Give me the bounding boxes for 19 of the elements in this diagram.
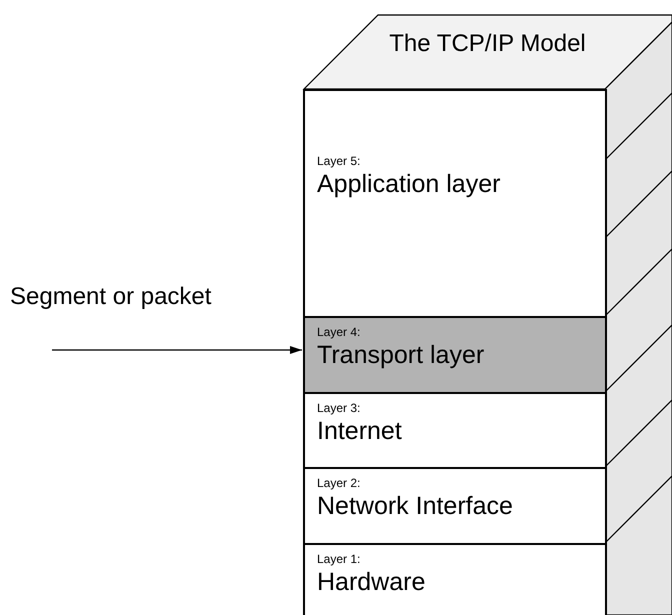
layer-name: Hardware: [317, 567, 426, 597]
edge-label: Segment or packet: [10, 283, 212, 311]
layer-name: Network Interface: [317, 491, 514, 521]
layer-name: Internet: [317, 416, 403, 446]
model-title: The TCP/IP Model: [389, 30, 586, 58]
layer-box: [303, 543, 607, 615]
layer-number: Layer 4:: [317, 324, 362, 340]
layer-box: [303, 89, 607, 318]
layer-number: Layer 1:: [317, 551, 362, 567]
layer-number: Layer 2:: [317, 475, 362, 491]
layer-box: [303, 392, 607, 469]
layer-name: Transport layer: [317, 340, 486, 370]
layer-box: [303, 316, 607, 394]
layer-box: [303, 467, 607, 545]
arrow: [52, 346, 302, 354]
cube-top-face: [303, 14, 672, 89]
layer-name: Application layer: [317, 169, 502, 199]
layer-number: Layer 5:: [317, 153, 362, 169]
layer-number: Layer 3:: [317, 400, 362, 416]
